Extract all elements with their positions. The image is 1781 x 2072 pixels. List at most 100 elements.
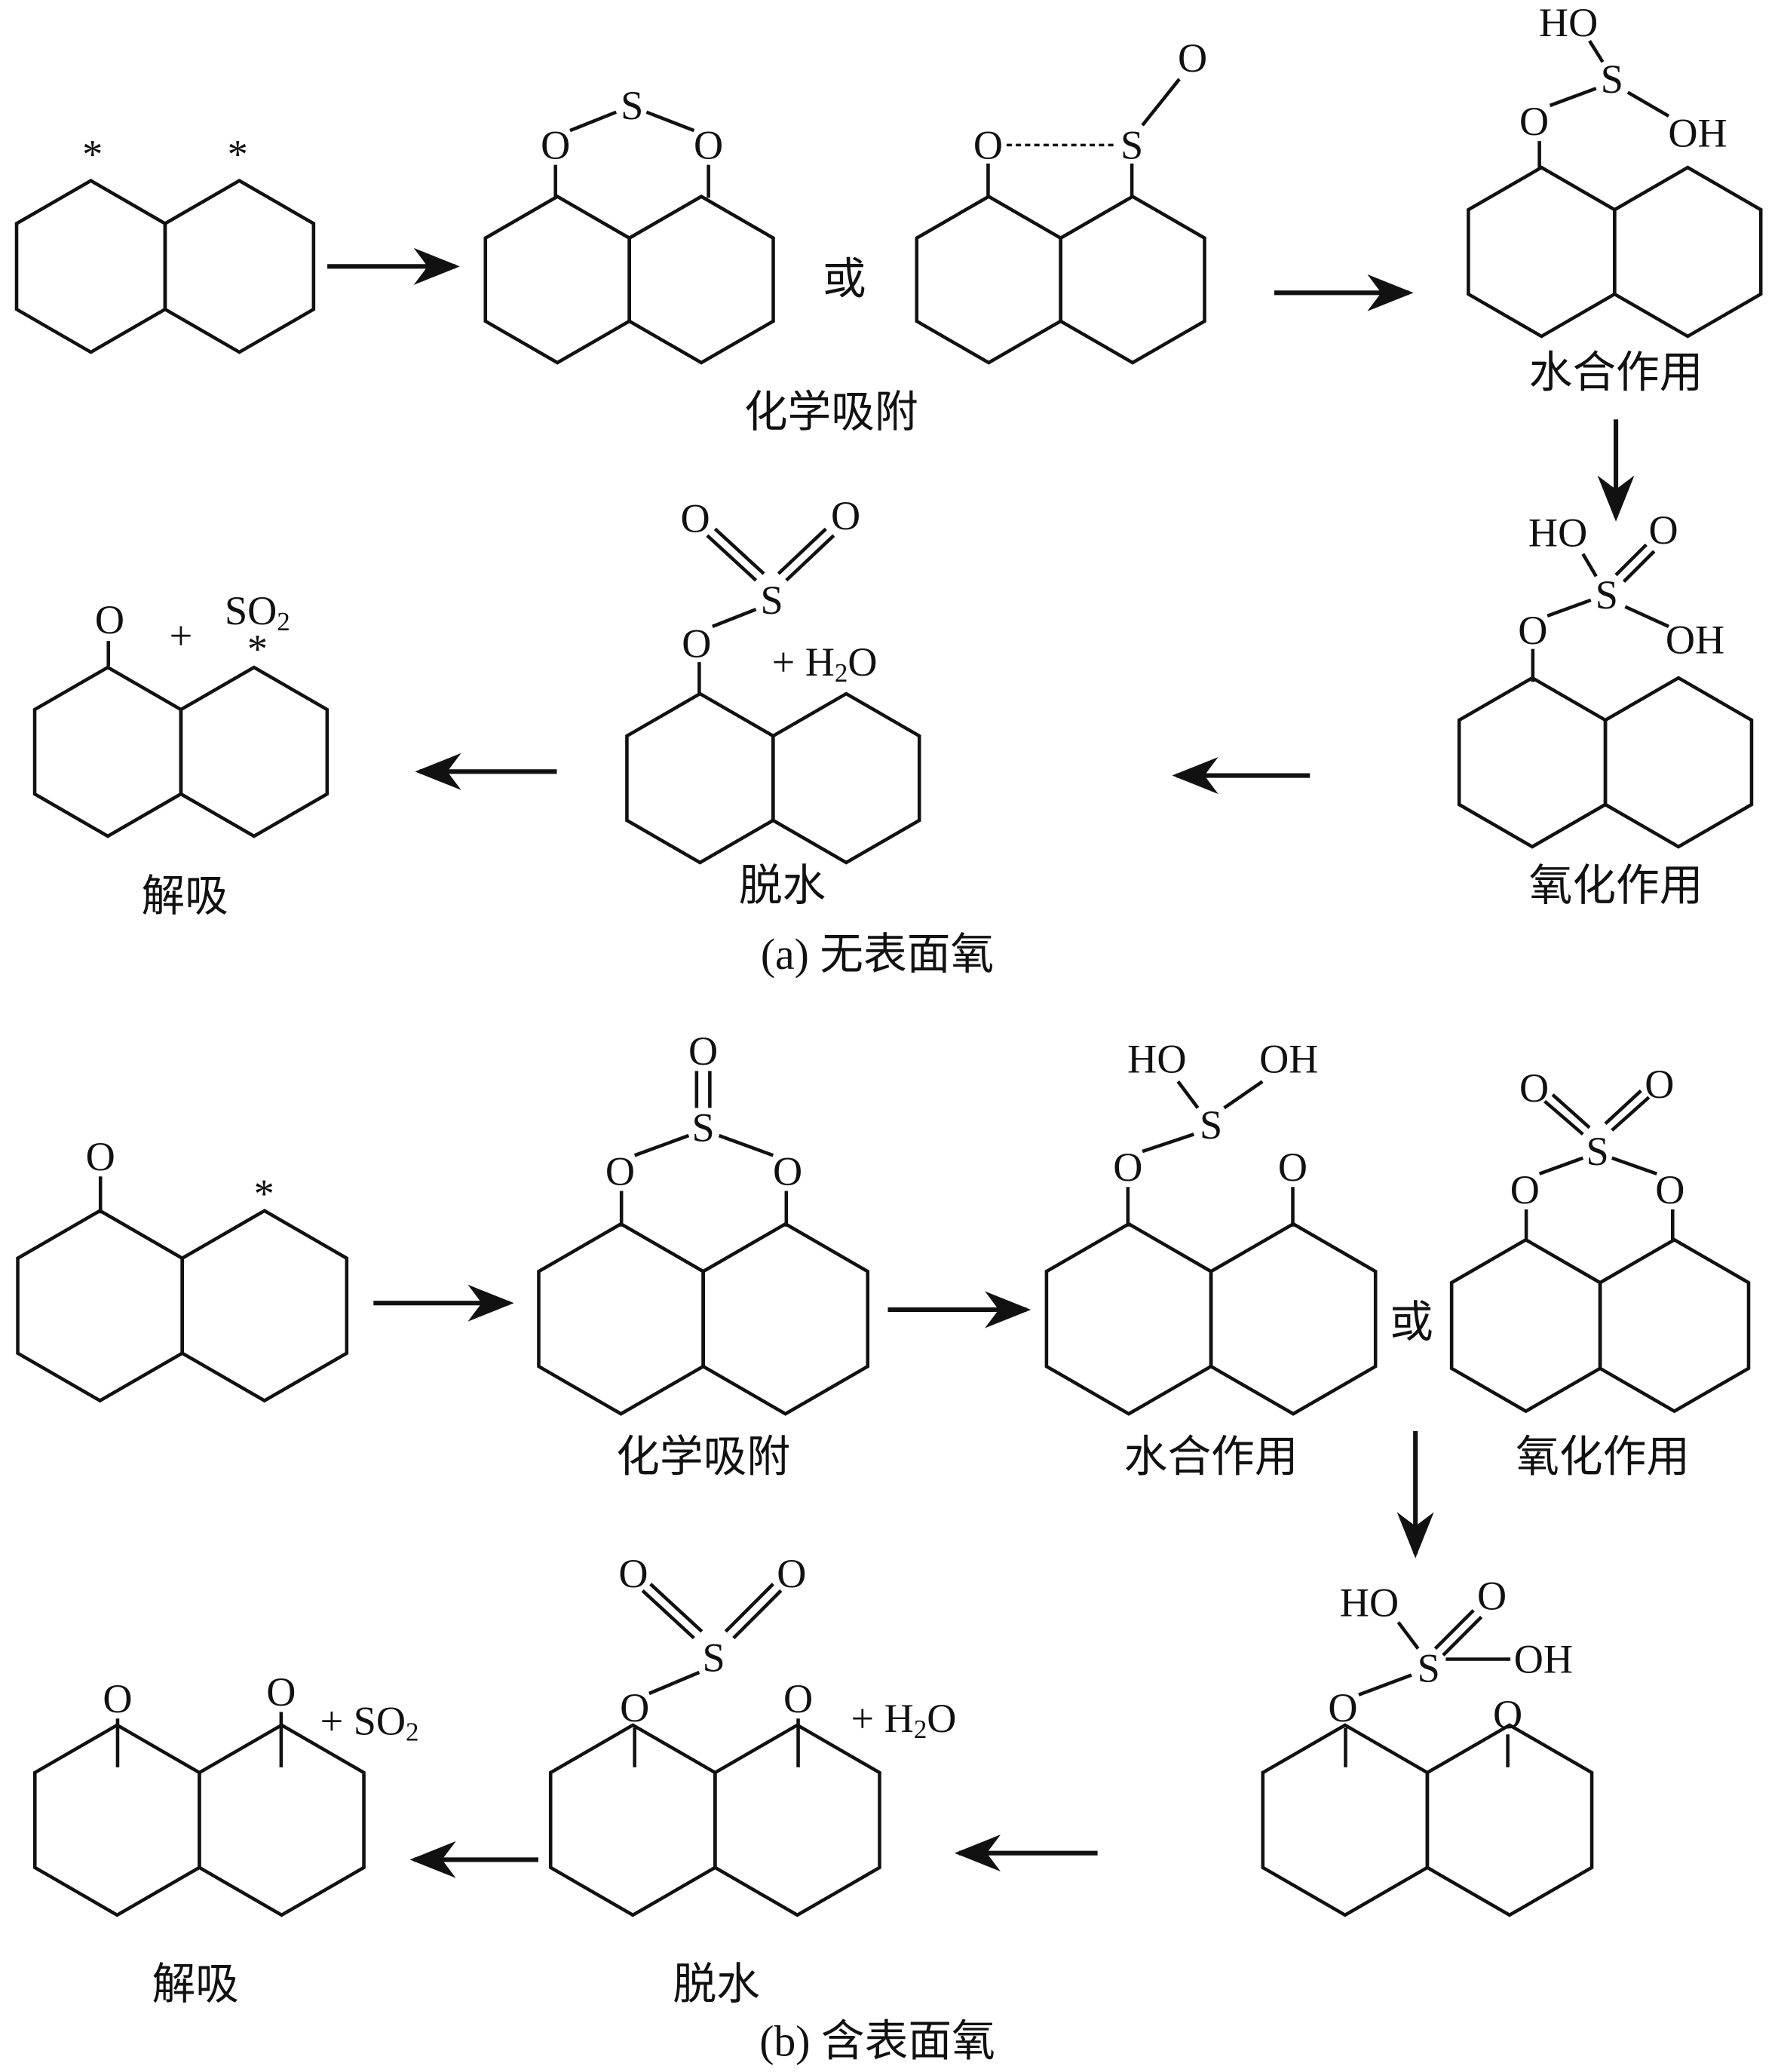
bond	[1344, 1609, 1511, 1767]
atom-o: O	[541, 122, 570, 167]
atom-o: O	[103, 1676, 132, 1721]
atom-o: O	[266, 1669, 296, 1715]
step-labels: 或 化学吸附 水合作用 氧化作用 脱水 解吸 (a) 无表面氧 或 化学吸附 水…	[141, 256, 1703, 2065]
hexagon-ring	[1603, 676, 1754, 849]
hexagon-ring	[1449, 1237, 1602, 1414]
label-chemisorption: 化学吸附	[616, 1433, 790, 1481]
atom-ho: HO	[1340, 1580, 1399, 1625]
atom-o: O	[973, 122, 1003, 167]
label-desorption: 解吸	[152, 1961, 238, 2009]
hexagon-ring	[625, 691, 775, 865]
bond	[697, 527, 835, 695]
label-desorption: 解吸	[141, 873, 228, 921]
bond	[115, 1712, 284, 1767]
hexagon-ring	[713, 1723, 881, 1917]
atom-ho: HO	[1539, 0, 1598, 45]
hexagon-ring	[180, 1209, 349, 1403]
hexagon-ring	[1209, 1221, 1378, 1416]
hexagon-ring	[179, 665, 330, 838]
caption-b: (b) 含表面氧	[759, 2018, 995, 2065]
plus-sign: +	[170, 613, 193, 658]
bond	[619, 1071, 789, 1227]
atom-o: O	[1328, 1685, 1357, 1730]
atom-s: S	[1586, 1129, 1608, 1174]
bond	[633, 1583, 800, 1767]
atom-o: O	[1493, 1692, 1522, 1737]
hexagon-ring	[198, 1723, 366, 1917]
atom-o: O	[688, 1028, 718, 1074]
atom-o: O	[777, 1551, 806, 1596]
label-dehydration: 脱水	[739, 863, 826, 910]
atom-oh: OH	[1514, 1636, 1573, 1681]
atom-o: O	[682, 621, 711, 667]
label-hydration: 水合作用	[1529, 350, 1703, 397]
bond	[1126, 1080, 1295, 1227]
atom-o: O	[1519, 99, 1549, 144]
label-oxidation: 氧化作用	[1529, 863, 1703, 910]
atom-o: O	[783, 1676, 813, 1721]
active-site-star: *	[247, 627, 268, 672]
atom-s: S	[703, 1635, 725, 1681]
bonds	[98, 40, 1675, 1767]
caption-a: (a) 无表面氧	[761, 931, 994, 979]
bond	[1524, 1089, 1675, 1240]
atom-ho: HO	[1127, 1037, 1186, 1082]
atom-o: O	[1278, 1145, 1307, 1190]
hexagon-ring	[1613, 165, 1763, 339]
h2o-formula: + H2O	[772, 639, 878, 687]
atom-s: S	[1596, 572, 1618, 618]
label-hydration: 水合作用	[1124, 1433, 1298, 1481]
hexagon-ring	[1425, 1723, 1594, 1917]
active-site-star: *	[82, 132, 103, 177]
atom-o: O	[618, 1551, 648, 1596]
atom-o: O	[694, 122, 723, 167]
atom-o: O	[1178, 35, 1207, 81]
atom-o: O	[86, 1134, 115, 1179]
bond	[553, 110, 710, 198]
label-chemisorption: 化学吸附	[744, 389, 918, 437]
active-site-star: *	[228, 132, 248, 177]
atom-s: S	[1418, 1646, 1440, 1691]
atom-s: S	[760, 578, 783, 623]
or-label: 或	[823, 256, 866, 303]
atom-o: O	[1113, 1145, 1142, 1190]
hexagon-ring	[14, 179, 167, 354]
hexagon-ring	[16, 1209, 184, 1403]
atom-o: O	[1519, 1065, 1549, 1111]
hexagon-ring	[771, 691, 921, 865]
atom-o: O	[831, 493, 860, 538]
bond	[1531, 543, 1669, 682]
atom-o: O	[1477, 1574, 1507, 1619]
ring-layer	[14, 165, 1763, 1917]
atom-ho: HO	[1528, 510, 1587, 556]
active-site-star: *	[254, 1171, 274, 1216]
bond	[986, 78, 1181, 198]
hexagon-ring	[163, 179, 316, 354]
atom-o: O	[681, 495, 710, 541]
atom-s: S	[1601, 57, 1623, 102]
so2-formula: + SO2	[320, 1699, 419, 1746]
hexagon-ring	[537, 1221, 705, 1416]
h2o-formula: + H2O	[851, 1696, 957, 1743]
atom-oh: OH	[1259, 1037, 1318, 1082]
atom-oh: OH	[1668, 111, 1727, 156]
arrows	[327, 247, 1635, 1878]
label-oxidation: 氧化作用	[1516, 1433, 1690, 1481]
atom-o: O	[1655, 1167, 1684, 1212]
hexagon-ring	[32, 665, 183, 838]
hexagon-ring	[1044, 1221, 1213, 1416]
or-label: 或	[1390, 1299, 1433, 1347]
hexagon-ring	[627, 195, 775, 365]
atom-o: O	[773, 1148, 802, 1194]
atom-o: O	[620, 1685, 649, 1730]
bond	[1537, 40, 1670, 169]
atom-s: S	[692, 1105, 715, 1151]
atom-o: O	[1518, 608, 1547, 653]
label-dehydration: 脱水	[673, 1961, 759, 2009]
atom-s: S	[1200, 1102, 1222, 1148]
atom-o: O	[1510, 1167, 1540, 1212]
hexagon-ring	[483, 195, 631, 365]
so2-formula: SO2	[225, 588, 290, 636]
atom-o: O	[605, 1148, 635, 1194]
